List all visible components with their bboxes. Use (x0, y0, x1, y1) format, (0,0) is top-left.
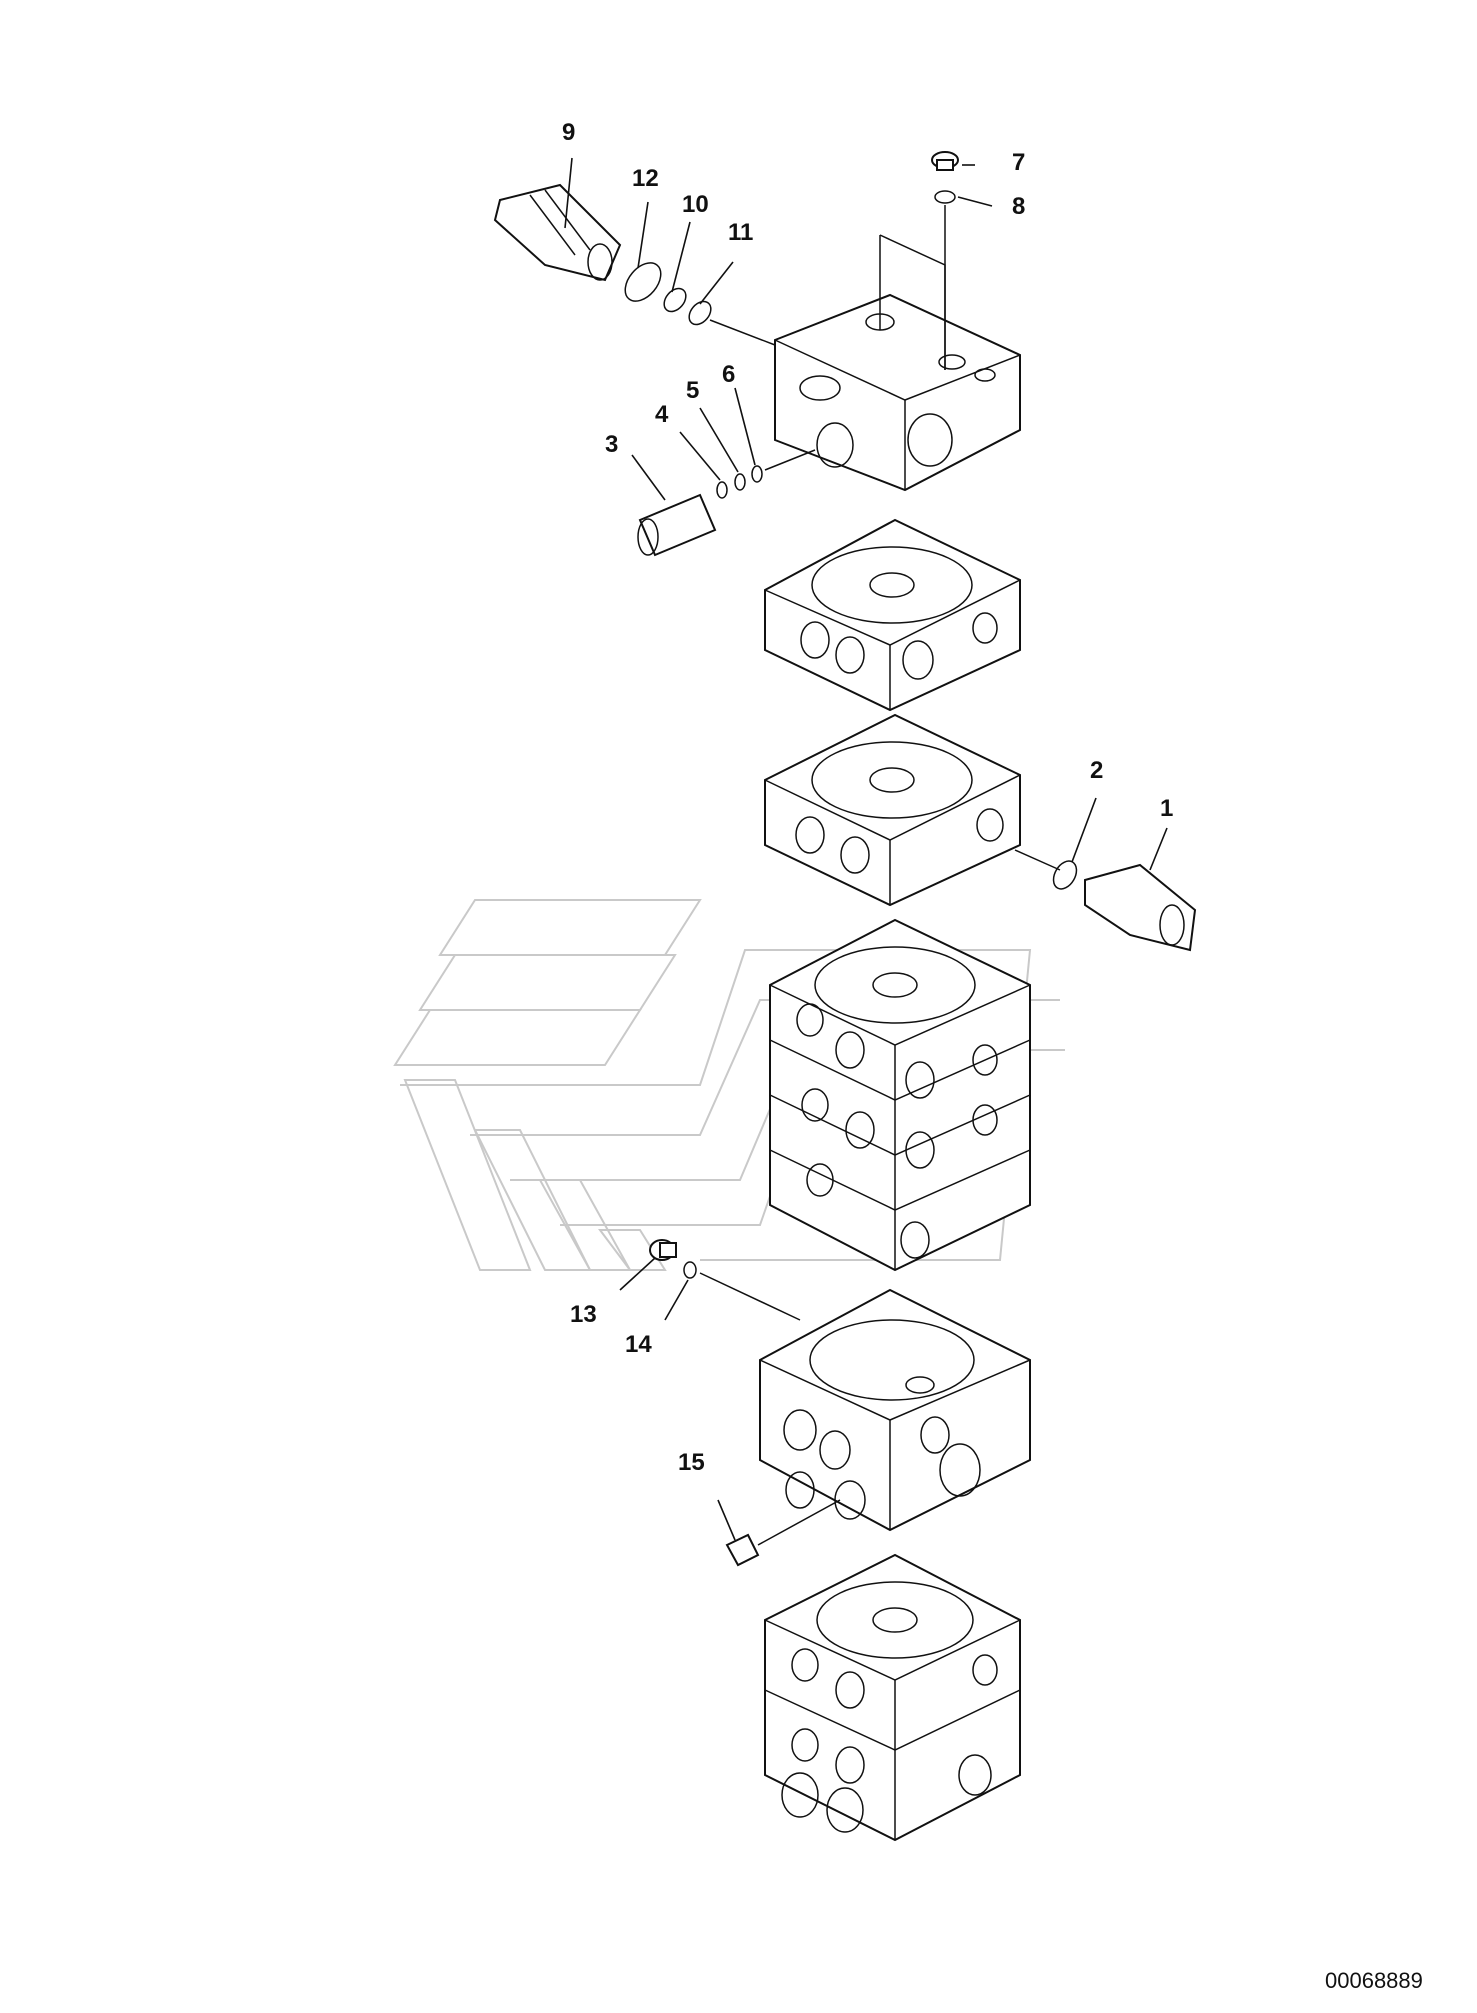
o-ring-12 (624, 262, 662, 302)
callout-11: 11 (728, 219, 753, 246)
o-ring-6 (751, 465, 763, 483)
callout-8: 8 (1012, 193, 1025, 220)
o-ring-11 (688, 300, 712, 326)
callout-15: 15 (678, 1449, 705, 1476)
watermark (393, 899, 1065, 1271)
callout-14: 14 (625, 1331, 652, 1358)
valve-housing-bottom (764, 1553, 1021, 1842)
callout-4: 4 (655, 401, 669, 428)
callout-3: 3 (605, 431, 618, 458)
plug-3 (637, 493, 717, 557)
callout-10: 10 (682, 191, 709, 218)
check-valve-1 (1084, 863, 1197, 952)
callout-9: 9 (562, 119, 575, 146)
valve-housing-3 (759, 1288, 1031, 1532)
fitting-15 (725, 1533, 760, 1567)
document-number: 00068889 (1325, 1968, 1423, 1993)
callout-2: 2 (1090, 757, 1103, 784)
plug-13 (649, 1239, 677, 1261)
relief-valve-9 (493, 183, 622, 282)
valve-housing-1 (764, 518, 1021, 712)
o-ring-2 (1052, 860, 1078, 890)
callout-6: 6 (722, 361, 735, 388)
plug-7 (931, 151, 959, 171)
callouts: 9 12 10 11 7 8 3 4 5 6 2 1 13 14 15 0006… (562, 119, 1423, 1993)
assembly-lines (699, 205, 1061, 1546)
callout-1: 1 (1160, 795, 1173, 822)
o-ring-8 (934, 190, 956, 204)
valve-housing-2 (764, 713, 1021, 907)
o-ring-14 (683, 1261, 697, 1279)
valve-stack-middle (769, 918, 1031, 1272)
callout-7: 7 (1012, 149, 1025, 176)
o-ring-10 (663, 287, 687, 313)
o-ring-4 (716, 481, 728, 499)
callout-13: 13 (570, 1301, 597, 1328)
o-ring-5 (734, 473, 746, 491)
callout-12: 12 (632, 165, 659, 192)
valve-body-top (774, 293, 1021, 492)
leader-lines (564, 157, 1168, 1541)
callout-5: 5 (686, 377, 699, 404)
